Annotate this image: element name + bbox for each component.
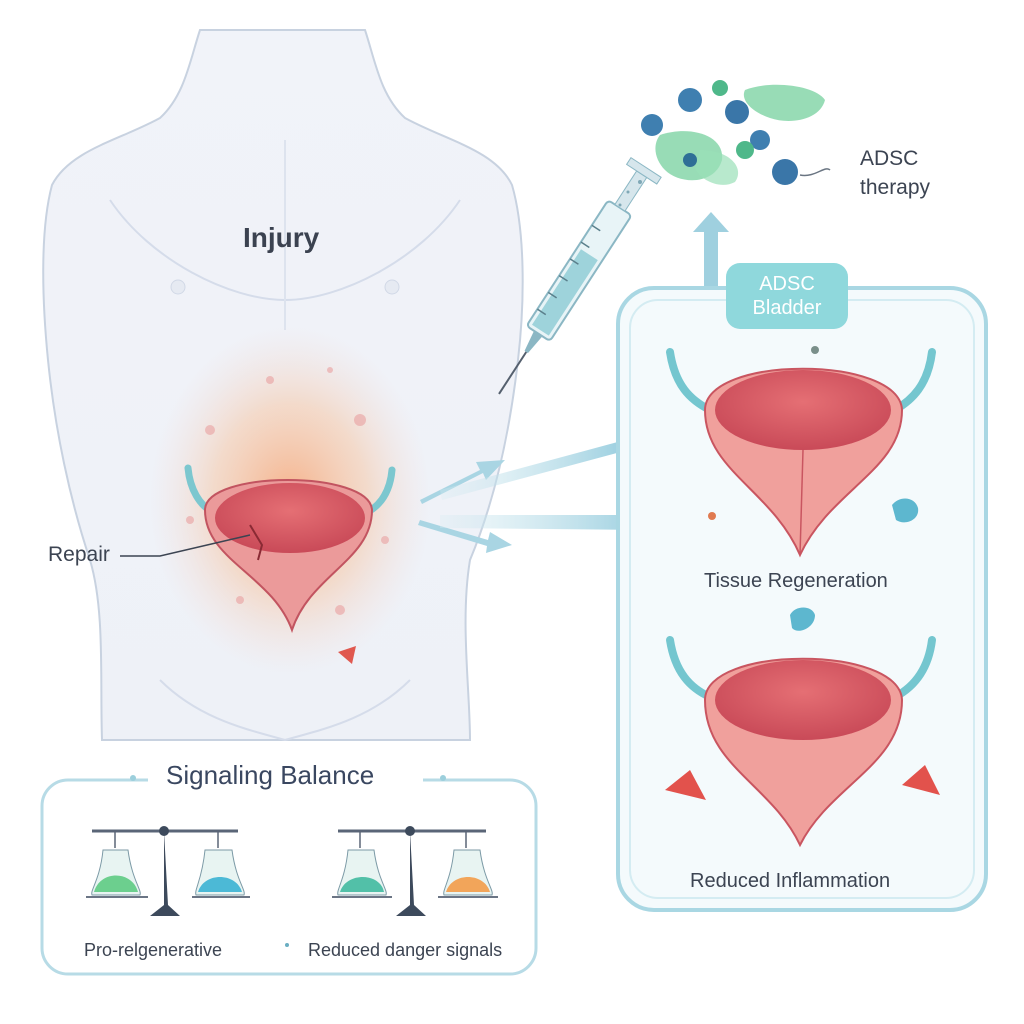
reduced-danger-label: Reduced danger signals — [308, 940, 503, 960]
arrow-icon — [440, 425, 665, 500]
badge-line-2: Bladder — [752, 297, 822, 319]
therapy-line-2: therapy — [860, 176, 931, 199]
regenerated-bladder — [666, 348, 936, 558]
arrow-icon — [693, 212, 729, 290]
adsc-therapy-label: ADSC therapy — [860, 144, 930, 202]
reduced-inflammation-label: Reduced Inflammation — [690, 870, 891, 892]
injured-bladder — [184, 464, 396, 634]
balance-scale-icon — [86, 826, 250, 916]
tissue-regeneration-label: Tissue Regeneration — [704, 570, 888, 592]
injury-label: Injury — [243, 222, 320, 253]
syringe-icon — [498, 156, 662, 395]
arrow-icon — [440, 500, 690, 545]
stem-cell-cluster-icon — [641, 80, 831, 185]
repair-label: Repair — [48, 543, 110, 566]
balance-scale-icon — [332, 826, 498, 916]
reduced-inflammation-bladder — [666, 636, 936, 848]
therapy-line-1: ADSC — [860, 147, 919, 170]
signaling-balance-title: Signaling Balance — [166, 760, 375, 790]
badge-line-1: ADSC — [759, 273, 815, 295]
adsc-bladder-badge: ADSC Bladder — [726, 263, 848, 329]
pro-regenerative-label: Pro-relgenerative — [84, 940, 223, 960]
